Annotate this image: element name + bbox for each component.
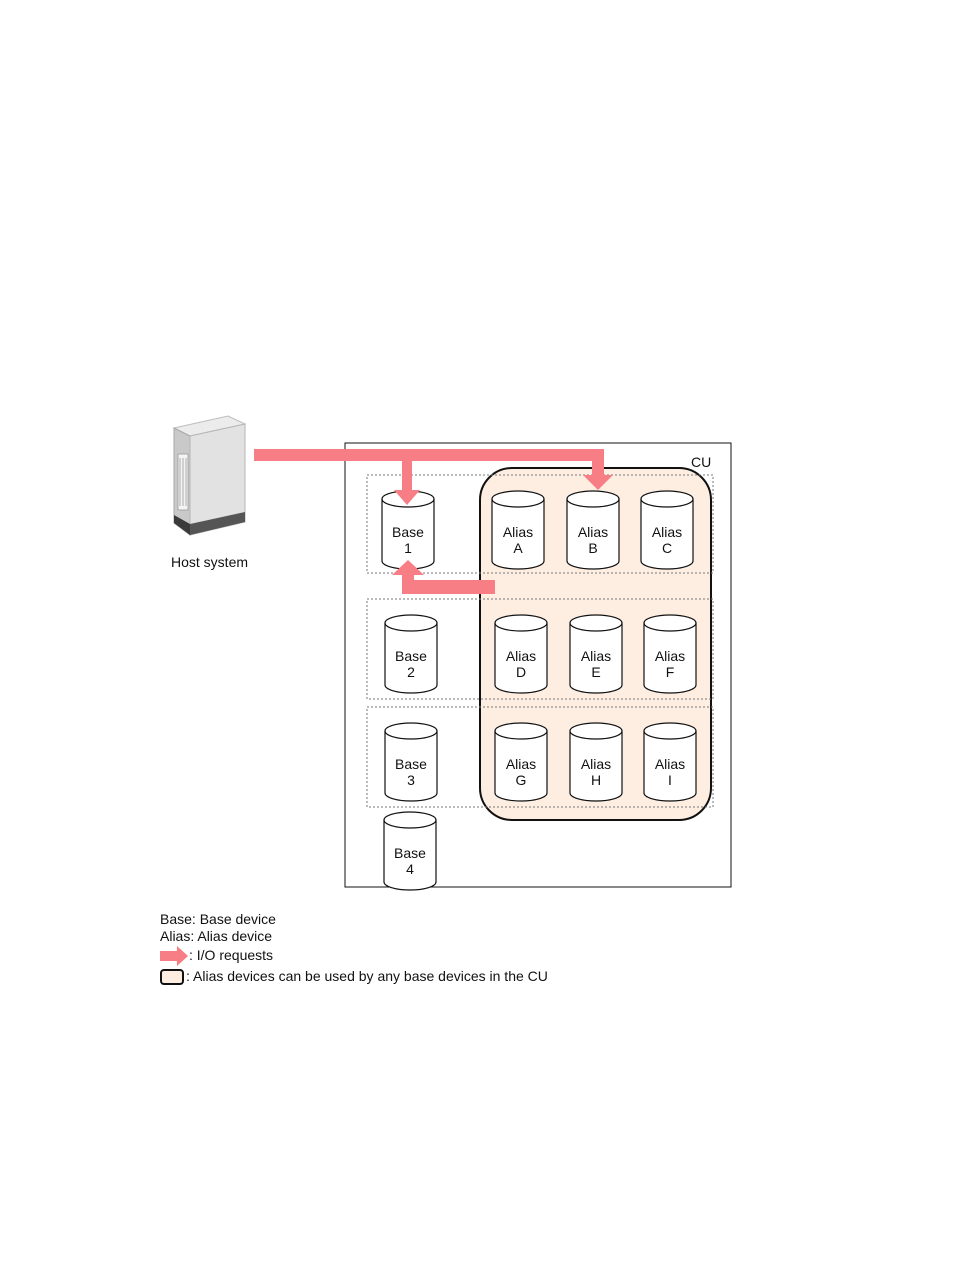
alias-device-i-type: Alias: [655, 756, 685, 772]
legend-base-text: Base: Base device: [160, 911, 276, 928]
alias-device-a-id: A: [513, 540, 523, 556]
base-device-4-type: Base: [394, 845, 426, 861]
base-device-1-id: 1: [404, 540, 412, 556]
server-icon: [174, 416, 245, 535]
alias-device-b-id: B: [588, 540, 597, 556]
alias-device-f-type: Alias: [655, 648, 685, 664]
alias-device-h-type: Alias: [581, 756, 611, 772]
alias-device-g-id: G: [516, 772, 527, 788]
base-device-3-type: Base: [395, 756, 427, 772]
alias-device-d-type: Alias: [506, 648, 536, 664]
base-device-4-id: 4: [406, 861, 414, 877]
alias-device-c-type: Alias: [652, 524, 682, 540]
legend-io-requests-text: : I/O requests: [189, 947, 273, 964]
alias-device-h-id: H: [591, 772, 601, 788]
legend-io-requests: : I/O requests: [160, 945, 548, 966]
legend-base: Base: Base device: [160, 911, 548, 928]
alias-device-i-id: I: [668, 772, 672, 788]
alias-device-c-id: C: [662, 540, 672, 556]
alias-device-f-id: F: [666, 664, 675, 680]
alias-device-b-type: Alias: [578, 524, 608, 540]
alias-device-diagram: Host system CU Base1Base2Base3Base4Alias…: [0, 0, 954, 905]
alias-device-e-type: Alias: [581, 648, 611, 664]
io-arrow-swatch-icon: [160, 946, 189, 966]
alias-device-e-id: E: [591, 664, 600, 680]
base-device-2-type: Base: [395, 648, 427, 664]
legend-alias-pool-text: : Alias devices can be used by any base …: [186, 968, 548, 985]
cu-label: CU: [691, 454, 711, 470]
legend: Base: Base device Alias: Alias device : …: [160, 911, 548, 987]
alias-device-d-id: D: [516, 664, 526, 680]
alias-device-g-type: Alias: [506, 756, 536, 772]
base-device-1-type: Base: [392, 524, 424, 540]
alias-pool-swatch-icon: [160, 969, 184, 985]
legend-alias-text: Alias: Alias device: [160, 928, 272, 945]
legend-alias-pool: : Alias devices can be used by any base …: [160, 966, 548, 987]
base-device-2-id: 2: [407, 664, 415, 680]
legend-alias: Alias: Alias device: [160, 928, 548, 945]
host-system-label: Host system: [171, 554, 248, 570]
base-device-3-id: 3: [407, 772, 415, 788]
alias-device-a-type: Alias: [503, 524, 533, 540]
